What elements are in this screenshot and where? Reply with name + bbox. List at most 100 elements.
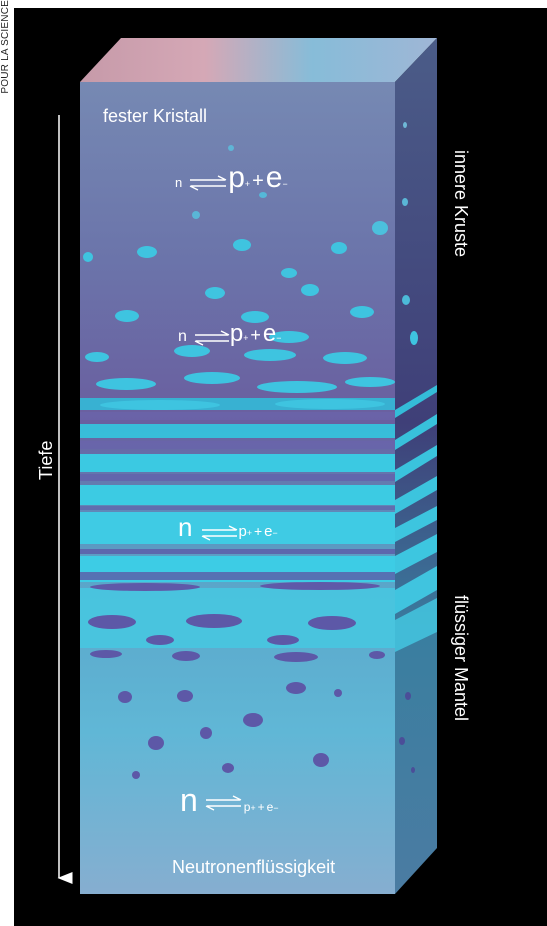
bubble — [308, 616, 356, 630]
neutron-symbol: n — [178, 328, 187, 345]
nucleus — [244, 349, 296, 361]
label-solid-crystal: fester Kristall — [103, 106, 208, 126]
band — [80, 506, 395, 510]
top-face — [80, 38, 437, 82]
equation-4: n p+ + e− — [180, 782, 279, 818]
bubble — [177, 690, 193, 702]
band — [80, 485, 395, 505]
bubble — [118, 691, 132, 703]
nucleus — [83, 252, 93, 262]
equilibrium-arrow — [190, 175, 227, 181]
side-stripe — [395, 534, 437, 574]
bubble — [88, 615, 136, 629]
neutron-symbol: n — [178, 512, 193, 542]
band — [80, 424, 395, 438]
nucleus — [85, 352, 109, 362]
bubble — [267, 635, 299, 645]
equilibrium-arrow — [205, 805, 241, 811]
bubble — [405, 692, 411, 700]
side-stripe — [395, 566, 437, 614]
equation-2: n p+ + e− — [178, 320, 282, 347]
reaction-arrows — [189, 175, 242, 811]
side-stripe — [395, 476, 437, 514]
band — [80, 412, 395, 420]
bubble — [334, 689, 342, 697]
band — [80, 549, 395, 554]
side-stripes — [395, 385, 437, 652]
band — [80, 441, 395, 449]
plus-sign: + — [253, 523, 263, 539]
equilibrium-arrow — [194, 340, 229, 346]
side-stripe — [395, 385, 437, 418]
photo-credit: POUR LA SCIENCE — [0, 0, 11, 94]
side-stripe — [395, 414, 437, 450]
equilibrium-arrow — [202, 525, 238, 531]
proton-symbol: p — [243, 800, 251, 814]
nucleus — [403, 122, 407, 128]
equilibrium-arrow — [201, 535, 237, 541]
bubble — [148, 736, 164, 750]
plus-sign: + — [257, 800, 265, 814]
bubble — [200, 727, 212, 739]
nucleus — [323, 352, 367, 364]
nuclei-mantle — [88, 582, 415, 779]
label-liquid-mantle: flüssiger Mantel — [451, 595, 471, 722]
nucleus — [345, 377, 395, 387]
equation-1: n p+ + e− — [175, 161, 288, 194]
neutron-symbol: n — [175, 175, 183, 190]
nucleus — [115, 310, 139, 322]
bubble — [146, 635, 174, 645]
side-stripe — [395, 506, 437, 542]
bubble — [286, 682, 306, 694]
electron-symbol: e — [262, 320, 277, 347]
nucleus — [241, 311, 269, 323]
nucleus — [402, 198, 408, 206]
nucleus — [269, 331, 309, 343]
nucleus — [402, 295, 410, 305]
label-inner-crust: innere Kruste — [451, 150, 471, 258]
nucleus — [259, 192, 267, 198]
label-depth: Tiefe — [36, 440, 56, 480]
bubble — [313, 753, 329, 767]
nucleus — [350, 306, 374, 318]
electron-symbol: e — [265, 161, 283, 194]
equilibrium-arrow — [206, 795, 242, 801]
proton-symbol: p — [238, 523, 247, 540]
nucleus — [137, 246, 157, 258]
band — [80, 454, 395, 472]
band — [80, 474, 395, 481]
neutron-symbol: n — [180, 782, 198, 818]
bubble — [369, 651, 385, 659]
bubble — [399, 737, 405, 745]
side-stripe — [395, 598, 437, 652]
plus-sign: + — [250, 325, 261, 345]
nucleus — [275, 399, 385, 409]
proton-symbol: p — [228, 161, 245, 194]
nucleus — [281, 268, 297, 278]
label-neutron-liquid: Neutronenflüssigkeit — [172, 857, 336, 877]
nucleus — [174, 345, 210, 357]
bubble — [222, 763, 234, 773]
nucleus — [301, 284, 319, 296]
nucleus — [96, 378, 156, 390]
nuclei-crust — [83, 122, 418, 410]
bubble — [90, 583, 200, 591]
bubble — [274, 652, 318, 662]
electron-symbol: e — [264, 523, 273, 540]
bubble — [172, 651, 200, 661]
bubble — [132, 771, 140, 779]
nucleus — [192, 211, 200, 219]
band — [80, 512, 395, 544]
band — [80, 572, 395, 580]
nucleus — [100, 400, 220, 410]
plus-sign: + — [252, 170, 264, 192]
nucleus — [331, 242, 347, 254]
bubble — [243, 713, 263, 727]
nucleus — [410, 331, 418, 345]
equation-3: n p+ + e− — [178, 512, 278, 542]
nucleus — [372, 221, 388, 235]
nucleus — [184, 372, 240, 384]
bubble — [260, 582, 380, 590]
